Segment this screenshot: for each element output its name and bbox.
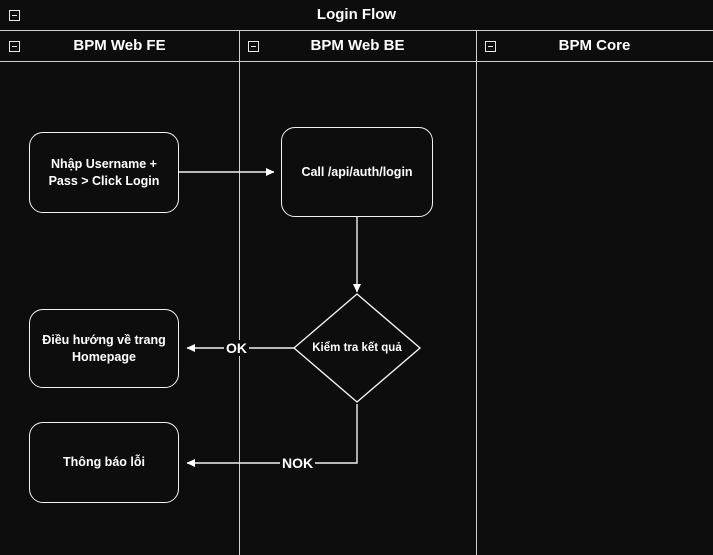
lane-bpm-core: BPM Core	[476, 31, 713, 555]
lane-title: BPM Core	[558, 37, 631, 54]
lane-header-bpm-core: BPM Core	[476, 31, 713, 62]
lane-bpm-web-fe: BPM Web FE	[0, 31, 239, 555]
diagram-title-bar: Login Flow	[0, 0, 713, 31]
node-redirect-homepage[interactable]: Điều hướng về trang Homepage	[29, 309, 179, 388]
node-check-result[interactable]: Kiểm tra kết quả	[292, 292, 422, 404]
lane-title: BPM Web BE	[310, 37, 405, 54]
node-input-credentials[interactable]: Nhập Username + Pass > Click Login	[29, 132, 179, 213]
node-call-login-api[interactable]: Call /api/auth/login	[281, 127, 433, 217]
lane-header-bpm-web-be: BPM Web BE	[239, 31, 476, 62]
lane-title: BPM Web FE	[73, 37, 166, 54]
page-title: Login Flow	[316, 6, 397, 23]
edge-label-ok: OK	[224, 340, 249, 356]
edge-label-nok: NOK	[280, 455, 316, 471]
lane-header-bpm-web-fe: BPM Web FE	[0, 31, 239, 62]
collapse-minus-icon[interactable]	[9, 10, 20, 21]
node-show-error[interactable]: Thông báo lỗi	[29, 422, 179, 503]
collapse-minus-icon[interactable]	[9, 41, 20, 52]
collapse-minus-icon[interactable]	[485, 41, 496, 52]
lane-bpm-web-be: BPM Web BE	[239, 31, 476, 555]
lane-divider	[239, 31, 240, 555]
collapse-minus-icon[interactable]	[248, 41, 259, 52]
lane-divider	[476, 31, 477, 555]
